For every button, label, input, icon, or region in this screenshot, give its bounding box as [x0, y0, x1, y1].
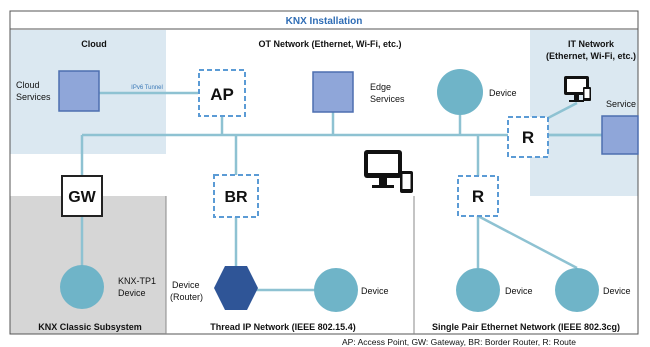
- monitor-phone-icon-small: [564, 76, 591, 102]
- gw-node: [61, 175, 103, 217]
- spe-device-left-label: Device: [505, 286, 533, 296]
- it-network-region: [530, 30, 638, 196]
- knx-tp1-label-2: Device: [118, 288, 146, 298]
- monitor-phone-icon: [364, 150, 413, 193]
- ap-label: AP: [210, 85, 234, 104]
- router-it-node: [507, 116, 549, 158]
- spe-device-left-circle: [456, 268, 500, 312]
- device-router-hexagon: [214, 266, 258, 310]
- spe-label: Single Pair Ethernet Network (IEEE 802.3…: [432, 322, 620, 332]
- ipv6-tunnel-label: IPv6 Tunnel: [131, 85, 163, 91]
- thread-device-circle: [314, 268, 358, 312]
- edge-services-label-2: Services: [370, 94, 405, 104]
- br-node: [213, 174, 259, 218]
- thread-device-label: Device: [361, 286, 389, 296]
- device-top-circle: [437, 69, 483, 115]
- it-network-label-sub: (Ethernet, Wi-Fi, etc.): [546, 51, 636, 61]
- diagram-title: KNX Installation: [286, 16, 363, 27]
- spe-device-right-label: Device: [603, 286, 631, 296]
- gw-label: GW: [68, 189, 96, 206]
- spe-device-right-circle: [555, 268, 599, 312]
- router-spe-node: [457, 175, 499, 217]
- router-spe-label: R: [472, 187, 484, 206]
- device-router-label: Device: [172, 280, 200, 290]
- ot-network-label: OT Network (Ethernet, Wi-Fi, etc.): [259, 39, 402, 49]
- footnote: AP: Access Point, GW: Gateway, BR: Borde…: [342, 337, 576, 347]
- thread-label: Thread IP Network (IEEE 802.15.4): [210, 322, 355, 332]
- cloud-services-label-2: Services: [16, 92, 51, 102]
- ap-node: [198, 69, 246, 117]
- edge-services-label: Edge: [370, 82, 391, 92]
- title-bar: [9, 10, 639, 30]
- spe-link-right: [477, 214, 578, 270]
- router-it-label: R: [522, 128, 534, 147]
- br-label: BR: [224, 189, 248, 206]
- cloud-region-label: Cloud: [81, 39, 107, 49]
- service-square: [601, 115, 639, 155]
- cloud-services-label: Cloud: [16, 80, 40, 90]
- knx-classic-region: [10, 196, 166, 334]
- router-it-monitor-link: [547, 101, 578, 120]
- edge-services-square: [312, 71, 354, 113]
- cloud-services-square: [58, 70, 100, 112]
- service-label: Service: [606, 99, 636, 109]
- device-top-label: Device: [489, 88, 517, 98]
- device-router-label-2: (Router): [170, 292, 203, 302]
- knx-tp1-device-circle: [60, 265, 104, 309]
- knx-tp1-label: KNX-TP1: [118, 276, 156, 286]
- knx-classic-label: KNX Classic Subsystem: [38, 322, 142, 332]
- it-network-label: IT Network: [568, 39, 615, 49]
